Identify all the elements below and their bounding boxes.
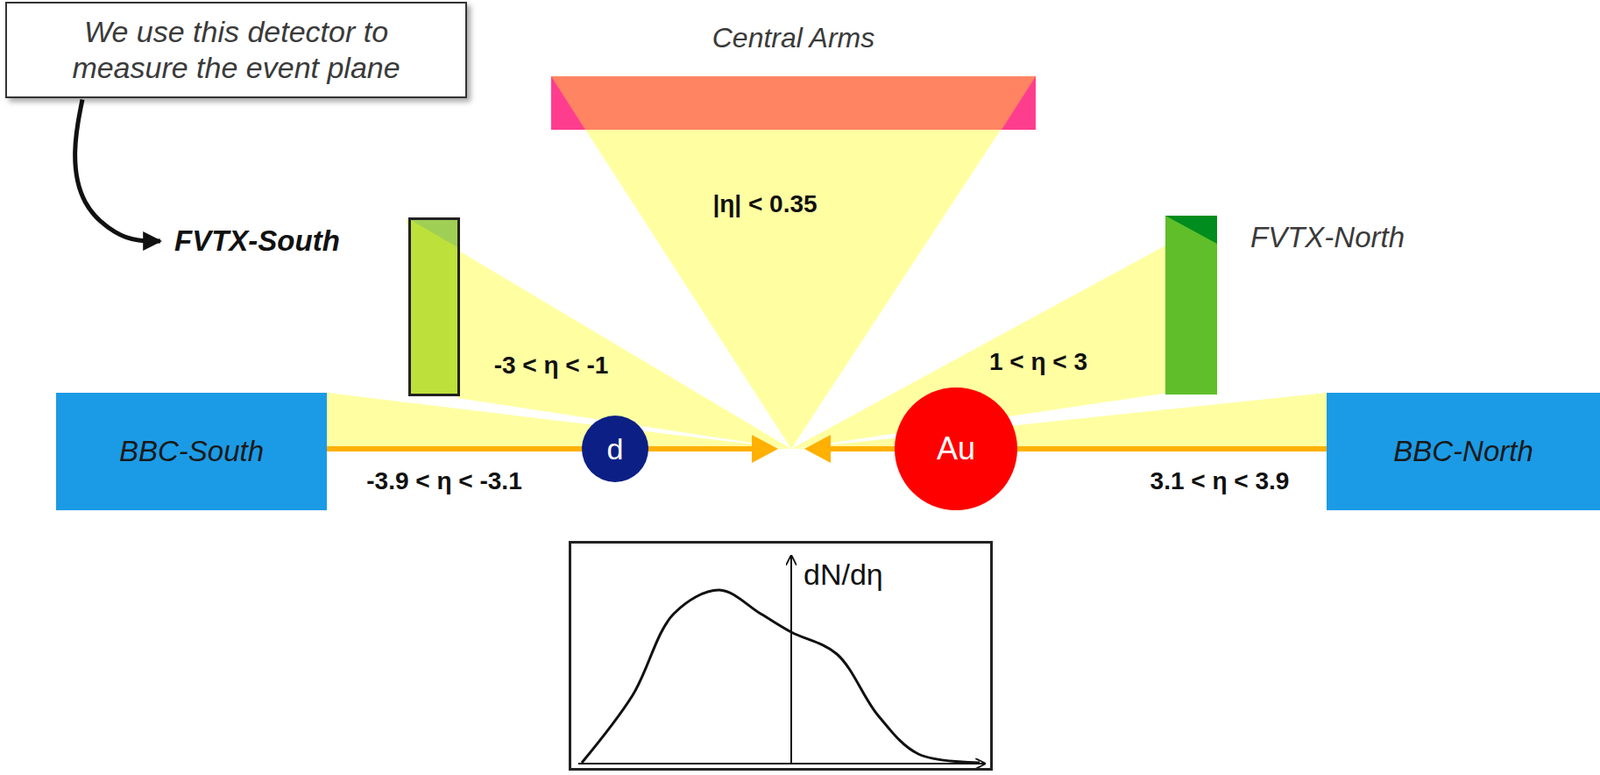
node-label: BBC-North bbox=[1393, 434, 1534, 468]
callout-box: We use this detector to measure the even… bbox=[5, 1, 468, 99]
fvtx-north-detector: FVTX-North bbox=[1165, 215, 1464, 397]
beam-arrowhead bbox=[751, 434, 779, 463]
bbc-south-detector: BBC-South bbox=[56, 392, 327, 510]
eta-range-label: 3.1 < η < 3.9 bbox=[1150, 467, 1290, 496]
deuteron-beam bbox=[326, 446, 756, 452]
fvtx-south-detector: FVTX-South bbox=[162, 217, 461, 400]
node-label: FVTX-South bbox=[174, 224, 340, 258]
bbc-north-detector: BBC-North bbox=[1326, 392, 1600, 510]
eta-range-label: 1 < η < 3 bbox=[989, 347, 1088, 376]
deuteron-nucleus: d bbox=[581, 415, 649, 482]
bbc-north-cone bbox=[791, 392, 1327, 449]
distribution-plot bbox=[571, 543, 991, 768]
node-label: BBC-South bbox=[119, 434, 264, 468]
gold-nucleus: Au bbox=[894, 387, 1018, 510]
fvtx-disk bbox=[408, 217, 461, 397]
node-label: FVTX-North bbox=[1250, 220, 1405, 255]
eta-range-label: |η| < 0.35 bbox=[712, 190, 817, 219]
node-label: d bbox=[607, 431, 624, 467]
beam-arrowhead bbox=[804, 434, 831, 463]
callout-arrow bbox=[75, 99, 161, 241]
node-label: Au bbox=[936, 430, 976, 468]
eta-range-label: -3.9 < η < -3.1 bbox=[366, 467, 522, 496]
bbc-south-cone bbox=[326, 392, 792, 449]
eta-range-label: -3 < η < -1 bbox=[494, 351, 609, 380]
node-label: Central Arms bbox=[551, 21, 1036, 55]
fvtx-disk bbox=[1165, 215, 1218, 395]
node-label: We use this detector to measure the even… bbox=[42, 14, 431, 86]
multiplicity-inset: dN/dη bbox=[568, 540, 993, 771]
node-label: dN/dη bbox=[803, 557, 884, 592]
central-arms-detector: Central Arms bbox=[551, 76, 1036, 130]
arms-bar-shading bbox=[551, 76, 1036, 130]
